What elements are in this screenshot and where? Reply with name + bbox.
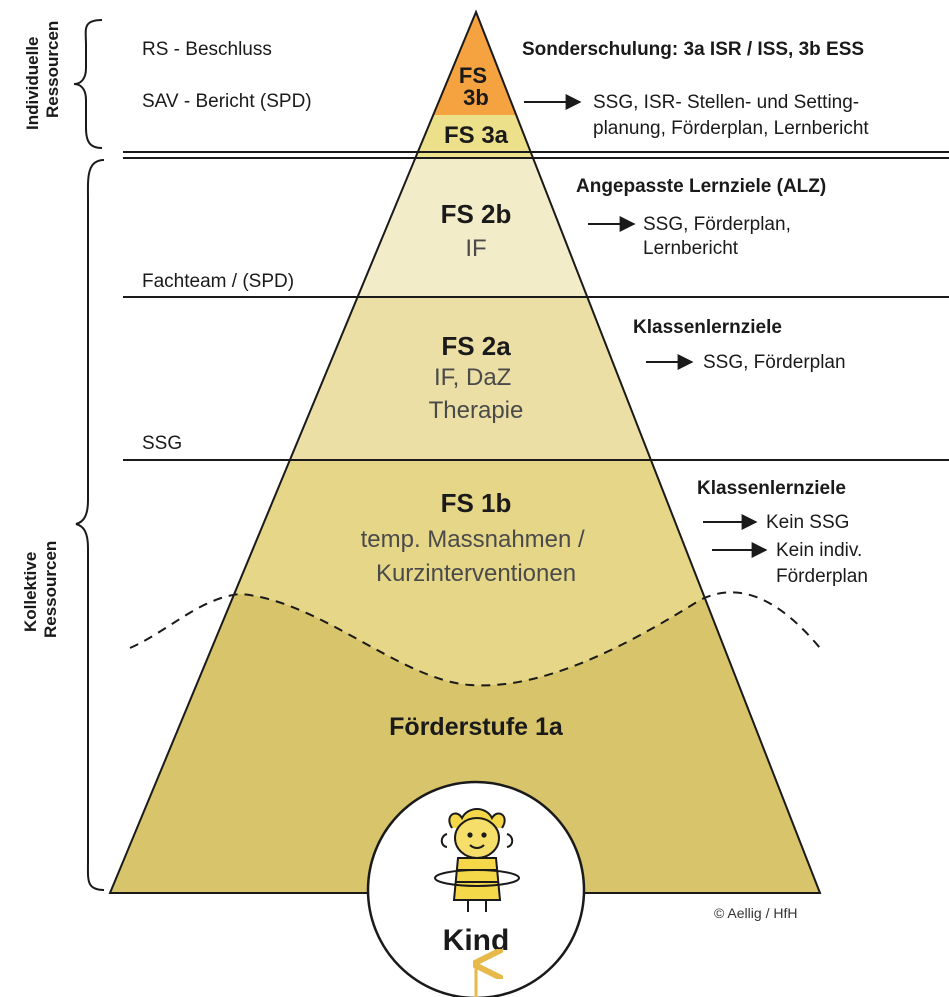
kind-label: Kind — [443, 924, 510, 957]
label-sav-bericht: SAV - Bericht (SPD) — [142, 91, 312, 112]
label-fachteam: Fachteam / (SPD) — [142, 271, 294, 292]
right-items-fs2b: SSG, Förderplan, Lernbericht — [643, 214, 796, 259]
label-ssg: SSG — [142, 433, 182, 454]
level-fs2b-sub: IF — [465, 235, 486, 262]
level-fs2a-sub: IF, DaZ Therapie — [429, 364, 524, 424]
right-item-fs2a: SSG, Förderplan — [703, 352, 846, 373]
child-figure-icon — [434, 808, 520, 912]
side-label-individual: Individuelle Ressourcen — [23, 21, 62, 130]
right-item-fs1b-1: Kein SSG — [766, 512, 849, 533]
right-items-fs3: SSG, ISR- Stellen- und Setting- planung,… — [593, 92, 869, 139]
brace-individual — [73, 19, 103, 149]
right-item-fs1b-2: Kein indiv. Förderplan — [776, 540, 868, 587]
level-fs3b: FS 3b — [459, 63, 493, 110]
level-fs3a: FS 3a — [444, 122, 509, 149]
level-fs2a-title: FS 2a — [441, 331, 511, 361]
brace-collective — [75, 159, 105, 891]
level-fs1b-sub: temp. Massnahmen / Kurzinterventionen — [361, 526, 592, 587]
right-head-fs3: Sonderschulung: 3a ISR / ISS, 3b ESS — [522, 39, 864, 60]
level-fs1a: Förderstufe 1a — [389, 713, 564, 741]
right-head-fs2a: Klassenlernziele — [633, 317, 782, 338]
right-head-fs1b: Klassenlernziele — [697, 478, 846, 499]
dashed-boundary-wave — [129, 591, 821, 687]
copyright: © Aellig / HfH — [714, 905, 797, 921]
label-rs-beschluss: RS - Beschluss — [142, 39, 272, 60]
side-label-collective: Kollektive Ressourcen — [21, 541, 60, 638]
level-fs2b-title: FS 2b — [441, 199, 512, 229]
level-fs1b-title: FS 1b — [441, 488, 512, 518]
right-head-fs2b: Angepasste Lernziele (ALZ) — [576, 176, 826, 197]
